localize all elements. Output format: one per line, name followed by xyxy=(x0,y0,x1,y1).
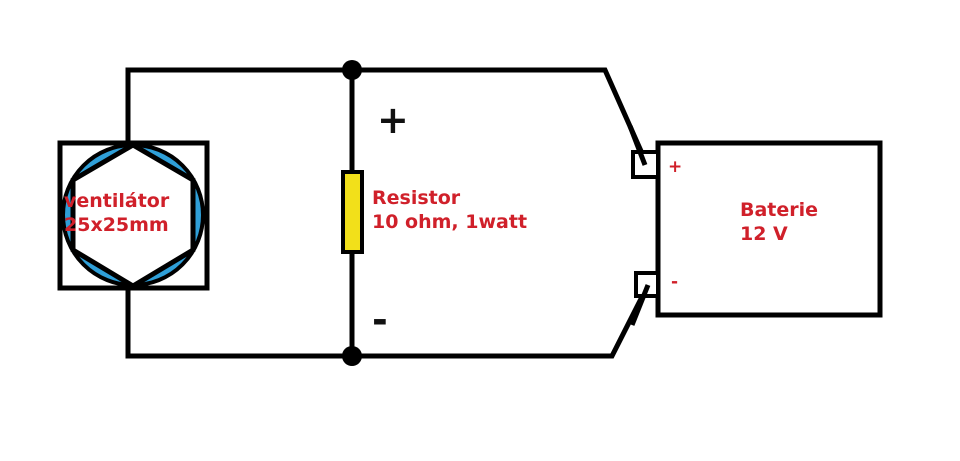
battery-label: Baterie 12 V xyxy=(740,199,818,247)
resistor-label-value: 10 ohm, 1watt xyxy=(372,210,528,233)
battery-label-name: Baterie xyxy=(740,199,819,221)
junction-bottom xyxy=(342,346,362,366)
polarity-plus: + xyxy=(377,98,409,142)
battery-minus-sign: - xyxy=(671,272,679,292)
top-wire xyxy=(125,67,648,162)
fan-hexagon xyxy=(70,142,196,289)
fan-label-name: ventilátor xyxy=(64,190,170,212)
battery-label-voltage: 12 V xyxy=(740,222,788,245)
battery-terminal-minus xyxy=(634,271,660,298)
polarity-minus: - xyxy=(372,298,388,342)
resistor-body xyxy=(341,170,364,254)
junction-top xyxy=(342,60,362,80)
fan-label: ventilátor 25x25mm xyxy=(64,190,169,238)
resistor-label: Resistor 10 ohm, 1watt xyxy=(372,187,527,235)
battery-plus-sign: + xyxy=(668,157,683,177)
bottom-wire xyxy=(125,283,651,359)
resistor-label-name: Resistor xyxy=(372,187,461,209)
battery-body xyxy=(655,140,883,318)
fan-label-size: 25x25mm xyxy=(64,213,169,236)
